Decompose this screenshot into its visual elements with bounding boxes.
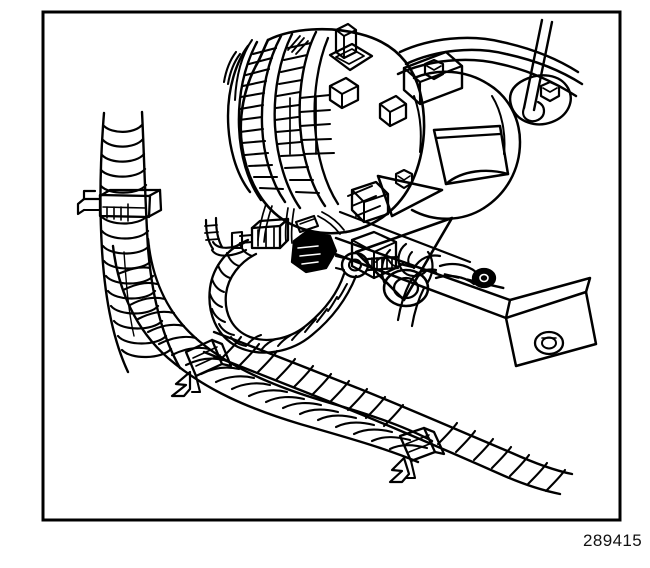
- clip-lower-right: [388, 426, 446, 484]
- stud-leads: [317, 211, 345, 235]
- housing-boss-lower: [350, 230, 398, 280]
- clip-upper-left: [76, 188, 163, 222]
- pointer-triangle: [354, 174, 454, 302]
- conduit-branch-upper: [204, 216, 248, 257]
- bracket-hatch: [347, 185, 381, 217]
- clip-mid: [170, 338, 233, 398]
- figure-number: 289415: [583, 531, 643, 550]
- conduit-loop: [208, 238, 358, 354]
- leader-line: [398, 262, 514, 292]
- conduit-lower-left: [111, 237, 434, 464]
- stator-laminations-right: [289, 36, 340, 206]
- side-boss: [378, 94, 408, 128]
- terminal-boss: [328, 76, 360, 110]
- stator-laminations: [237, 30, 327, 210]
- bolt-small: [394, 168, 414, 190]
- mounting-bracket-upper: [396, 18, 584, 126]
- conduit-vertical: [99, 110, 182, 374]
- vent-tab: [334, 22, 358, 60]
- harness-tie: [294, 214, 320, 234]
- pivot-bushing: [380, 248, 434, 308]
- reference-line: [338, 210, 472, 264]
- conduit-lower-right: [202, 330, 574, 496]
- brush-leads: [222, 35, 309, 86]
- illustration-frame: [41, 10, 622, 522]
- connector-block: [230, 217, 290, 250]
- ground-leads: [257, 203, 295, 244]
